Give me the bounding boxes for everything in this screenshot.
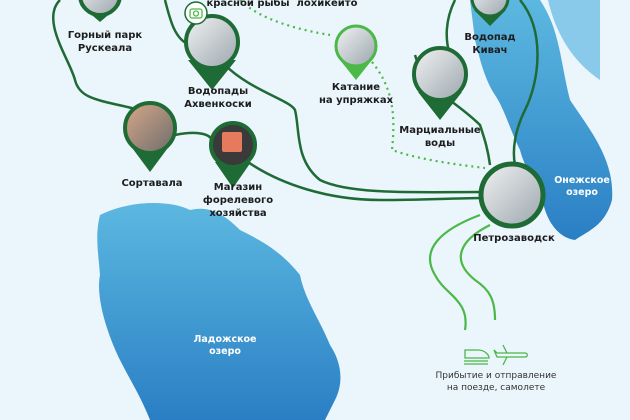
- label-line: озеро: [566, 187, 598, 198]
- arrival-route: [429, 213, 481, 331]
- arrival-note: Прибытие и отправление на поезде, самолет…: [436, 370, 557, 394]
- label-line: на упряжках: [318, 95, 394, 106]
- label-line: Рускеала: [77, 43, 133, 54]
- label-line: Водопады: [187, 86, 249, 97]
- label-line: Прибытие и отправление: [435, 371, 557, 381]
- pin-martial[interactable]: [412, 46, 468, 120]
- departure-route: [459, 224, 497, 321]
- label-line: на поезде, самолете: [446, 383, 546, 393]
- label-petrozavodsk: Петрозаводск: [473, 233, 555, 244]
- pin-ahvenkoski[interactable]: [184, 14, 240, 90]
- ladoga-lake: [97, 203, 341, 420]
- label-martial: Марциальные воды: [399, 124, 480, 150]
- label-line: Марциальные: [399, 125, 481, 136]
- label-sortavala: Сортавала: [121, 178, 183, 189]
- camera-icon: [184, 1, 208, 25]
- label-line: Ахвенкоски: [184, 99, 252, 110]
- label-line: хозяйства: [209, 208, 267, 219]
- pin-ruskeala[interactable]: [78, 0, 122, 22]
- label-trout-shop: Магазин форелевого хозяйства: [203, 181, 273, 220]
- pin-petrozavodsk[interactable]: [478, 161, 546, 229]
- label-line: Водопад: [464, 32, 516, 43]
- label-line: Ладожское: [193, 334, 257, 345]
- label-line: Онежское: [554, 175, 610, 186]
- label-line: озеро: [209, 346, 241, 357]
- pin-sortavala[interactable]: [123, 101, 177, 172]
- pin-sledding[interactable]: [334, 24, 378, 80]
- train-icon: [464, 349, 490, 365]
- label-line: Магазин: [213, 182, 263, 193]
- label-lohikeito: лохикейто: [296, 0, 358, 9]
- label-line: Кивач: [472, 45, 508, 56]
- onega-lake: [470, 0, 613, 240]
- label-sledding: Катание на упряжках: [319, 81, 393, 107]
- label-line: Катание: [331, 82, 381, 93]
- label-red-fish: красной рыбы: [206, 0, 290, 9]
- label-line: воды: [424, 138, 456, 149]
- label-line: форелевого: [202, 195, 274, 206]
- plane-icon: [493, 344, 528, 366]
- label-line: Горный парк: [67, 30, 143, 41]
- pin-trout-shop[interactable]: [209, 121, 257, 188]
- pin-kivach[interactable]: [470, 0, 510, 26]
